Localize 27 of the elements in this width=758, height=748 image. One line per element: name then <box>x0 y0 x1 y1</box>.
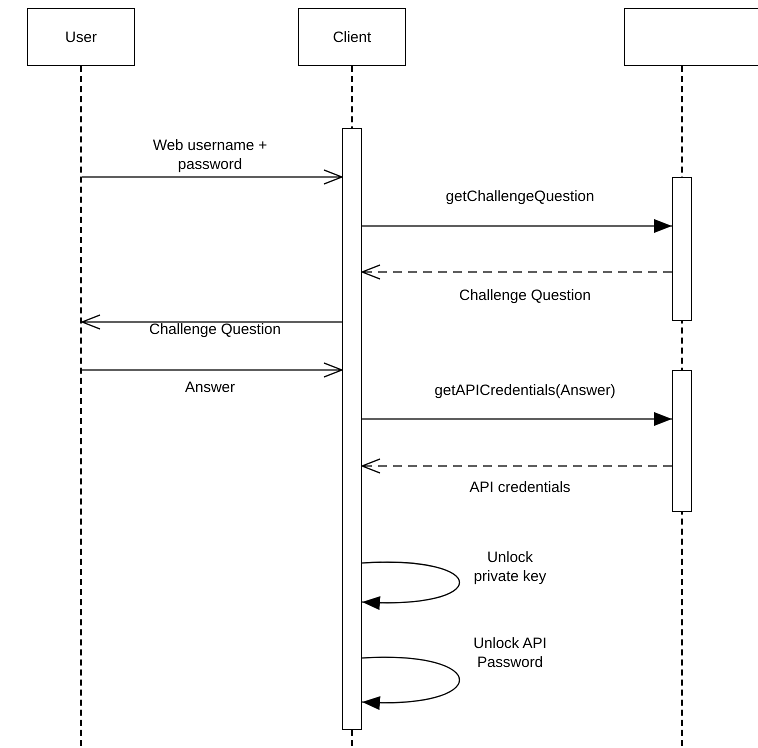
message-arrow <box>362 656 460 710</box>
participant-box <box>624 8 758 66</box>
participant-name: User <box>65 28 97 46</box>
message-arrow <box>361 264 672 280</box>
edge-label: Unlock API Password <box>472 634 548 672</box>
edge-label: Web username + password <box>152 136 268 174</box>
message-arrow <box>82 362 343 378</box>
message-arrow <box>362 412 672 426</box>
message-arrow <box>362 219 672 233</box>
edge-label: API credentials <box>468 478 572 497</box>
edge-label: getAPICredentials(Answer) <box>434 381 616 400</box>
participant-box <box>298 8 406 66</box>
edge-label: Answer <box>184 378 236 397</box>
message-arrow <box>362 562 460 610</box>
activation-bar <box>672 370 692 512</box>
message-arrow <box>81 314 342 330</box>
participant-name: Client <box>332 28 372 46</box>
lifeline <box>80 66 82 748</box>
activation-bar <box>672 177 692 321</box>
message-arrow <box>361 458 672 474</box>
edge-label: getChallengeQuestion <box>444 187 596 206</box>
participant-box <box>27 8 135 66</box>
edge-label: Unlock private key <box>472 548 548 586</box>
activation-bar <box>342 128 362 730</box>
message-arrow <box>82 169 343 185</box>
edge-label: Challenge Question <box>458 286 592 305</box>
edge-label: Challenge Question <box>148 320 282 339</box>
